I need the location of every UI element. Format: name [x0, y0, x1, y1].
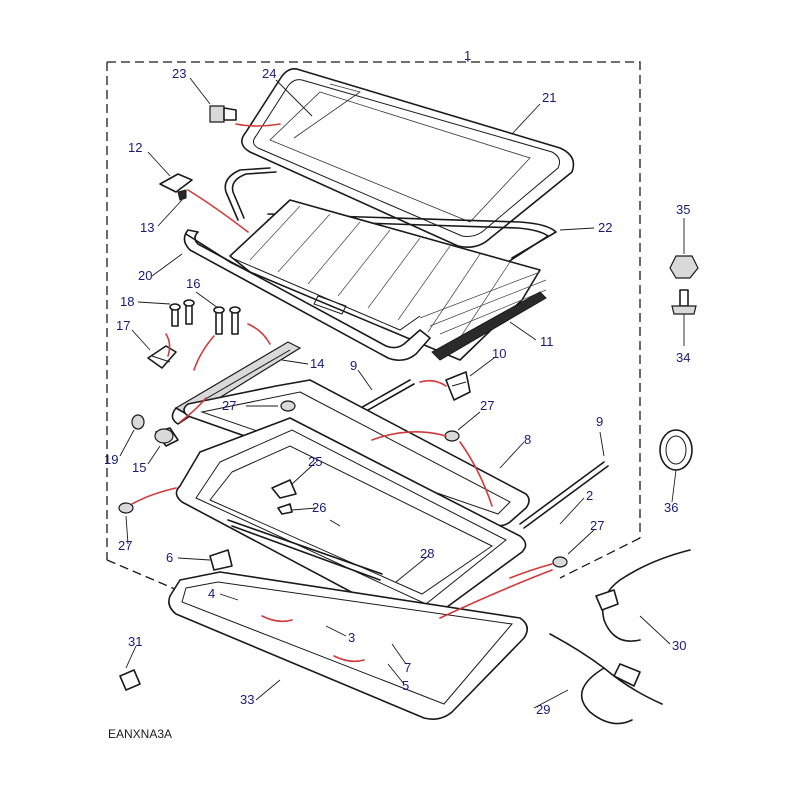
callout-27c: 27 [118, 538, 132, 553]
part-17-bracket [147, 345, 177, 369]
deflector-strip [224, 167, 277, 221]
sunblind-tray [229, 199, 547, 361]
callout-24: 24 [262, 66, 276, 81]
callout-10: 10 [492, 346, 506, 361]
callout-4: 4 [208, 586, 215, 601]
trim-panel-33 [168, 571, 528, 720]
screws-18 [169, 299, 195, 327]
callout-5: 5 [402, 678, 409, 693]
callout-25: 25 [308, 454, 322, 469]
callout-labels: 1 2 3 4 5 6 7 8 9 9 10 11 12 13 14 15 16… [104, 48, 690, 717]
parts-15-19 [131, 414, 179, 447]
callout-30: 30 [672, 638, 686, 653]
callout-23: 23 [172, 66, 186, 81]
callout-8: 8 [524, 432, 531, 447]
callout-34: 34 [676, 350, 690, 365]
cables-29-30 [549, 549, 691, 725]
callout-14: 14 [310, 356, 324, 371]
callout-3: 3 [348, 630, 355, 645]
callout-13: 13 [140, 220, 154, 235]
callout-27d: 27 [590, 518, 604, 533]
callout-16: 16 [186, 276, 200, 291]
callout-17: 17 [116, 318, 130, 333]
callout-21: 21 [542, 90, 556, 105]
callout-33: 33 [240, 692, 254, 707]
callout-9b: 9 [596, 414, 603, 429]
clamp-36 [659, 429, 693, 471]
callout-28: 28 [420, 546, 434, 561]
part-10 [445, 371, 471, 401]
callout-19: 19 [104, 452, 118, 467]
part-31 [119, 669, 141, 691]
headlining-frame [183, 229, 431, 362]
callout-18: 18 [120, 294, 134, 309]
callout-31: 31 [128, 634, 142, 649]
bolt-23 [209, 105, 237, 123]
leader-lines [119, 77, 685, 709]
part-6 [209, 549, 233, 571]
callout-11: 11 [540, 334, 554, 349]
washers-27 [118, 400, 568, 568]
callout-6: 6 [166, 550, 173, 565]
callout-9a: 9 [350, 358, 357, 373]
callout-20: 20 [138, 268, 152, 283]
red-link-lines [131, 123, 553, 663]
panel-seal [267, 213, 557, 263]
callout-7: 7 [404, 660, 411, 675]
callout-15: 15 [132, 460, 146, 475]
clip-parts-12-13 [159, 173, 193, 201]
callout-2: 2 [586, 488, 593, 503]
screws-16 [213, 306, 241, 335]
parts-34-35 [669, 255, 699, 315]
callout-1: 1 [464, 48, 471, 63]
callout-12: 12 [128, 140, 142, 155]
drawing-code: EANXNA3A [108, 727, 172, 741]
callout-22: 22 [598, 220, 612, 235]
assembly-boundary [106, 56, 641, 593]
callout-26: 26 [312, 500, 326, 515]
callout-35: 35 [676, 202, 690, 217]
callout-27b: 27 [480, 398, 494, 413]
parts-25-26 [271, 479, 297, 515]
callout-29: 29 [536, 702, 550, 717]
callout-27a: 27 [222, 398, 236, 413]
guide-rail-14 [171, 341, 302, 425]
glass-panel [241, 68, 575, 248]
callout-36: 36 [664, 500, 678, 515]
cassette-frame-2 [175, 417, 527, 624]
